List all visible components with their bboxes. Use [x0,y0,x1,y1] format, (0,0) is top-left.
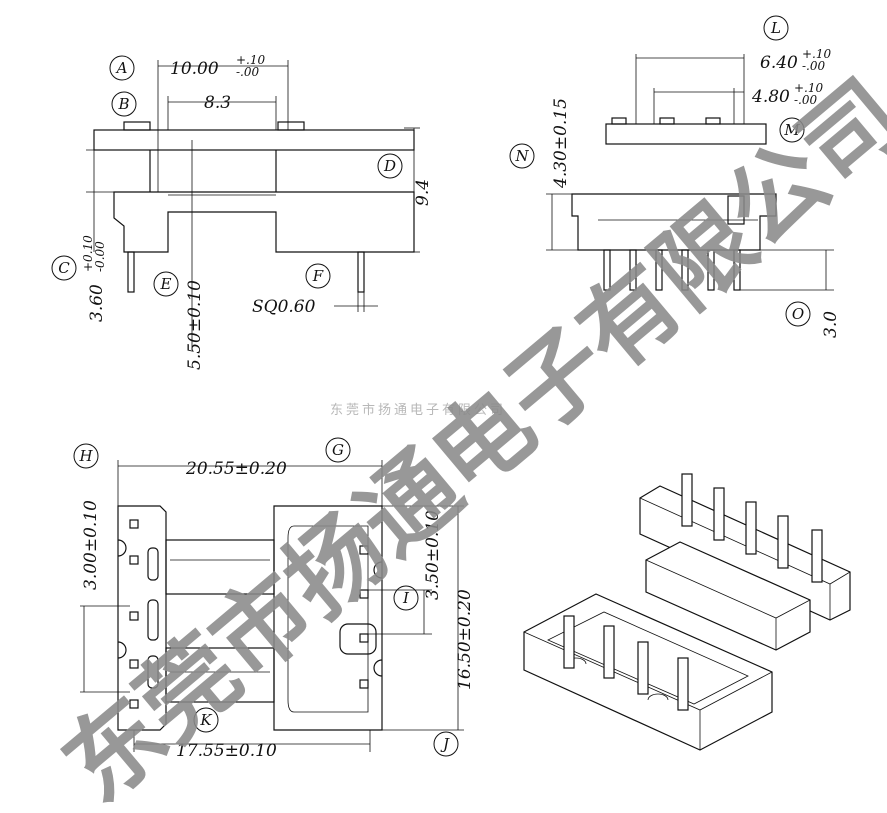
svg-text:B: B [117,95,129,113]
dim-o-value: 3.0 [821,311,841,338]
dim-height-total: 9.4 [413,179,433,206]
dim-g-value: 20.55±0.20 [185,459,287,479]
dim-e-value: 5.50±0.10 [185,280,205,370]
svg-text:I: I [402,589,410,607]
svg-text:C: C [58,259,70,277]
dim-l-value: 6.40 [760,53,798,73]
dim-a-value: 10.00 [170,59,219,79]
dim-inner-value: 8.3 [204,93,231,113]
svg-text:J: J [440,735,450,753]
callout-e: E [153,271,179,297]
dim-h-value: 3.00±0.10 [81,500,101,590]
svg-text:O: O [792,305,804,323]
dim-c-value: 3.60 [87,284,107,322]
dim-i-value: 3.50±0.10 [423,510,443,600]
callout-b: B [111,91,137,117]
front-view: 10.00 +.10 -.00 8.3 9.4 3.60 +0.10 -0.00… [81,53,433,370]
dim-c-tol-minus: -0.00 [93,241,107,272]
bottom-view: 20.55±0.20 3.00±0.10 3.50±0.10 16.50±0.2… [80,459,475,761]
dim-m-tol-minus: -.00 [794,93,818,107]
svg-text:G: G [332,441,344,459]
callout-f: F [305,263,331,289]
isometric-view [523,473,851,751]
dim-m-value: 4.80 [751,87,790,107]
dim-j-value: 16.50±0.20 [455,589,475,690]
svg-text:E: E [160,275,172,293]
dim-m-tol-plus: +.10 [794,81,824,95]
callout-l: L [763,15,789,41]
callout-i: I [393,585,419,611]
dim-l-tol-plus: +.10 [802,47,832,61]
dim-a-tol-minus: -.00 [236,65,260,79]
dim-a-tol-plus: +.10 [236,53,266,67]
watermark-small-text: 东莞市扬通电子有限公司 [330,402,506,418]
callout-a: A [109,55,135,81]
side-view: 6.40 +.10 -.00 4.80 +.10 -.00 4.30±0.15 … [546,47,841,338]
callout-m: M [779,117,805,143]
svg-text:K: K [199,711,212,729]
svg-text:M: M [783,121,800,139]
svg-text:N: N [514,147,529,165]
callout-k: K [193,707,219,733]
callout-n: N [509,143,535,169]
callout-o: O [785,301,811,327]
svg-text:L: L [770,19,781,37]
callout-h: H [73,443,99,469]
dim-k-value: 17.55±0.10 [176,741,277,761]
dim-n-value: 4.30±0.15 [551,98,571,189]
svg-text:D: D [383,157,396,175]
callout-g: G [325,437,351,463]
svg-text:F: F [312,267,324,285]
svg-text:A: A [115,59,128,77]
callout-d: D [377,153,403,179]
dim-pin-square: SQ0.60 [252,297,316,317]
dim-l-tol-minus: -.00 [802,59,826,73]
dim-c-tol-plus: +0.10 [81,235,95,272]
callout-j: J [433,731,459,757]
callout-c: C [51,255,77,281]
svg-text:H: H [78,447,93,465]
